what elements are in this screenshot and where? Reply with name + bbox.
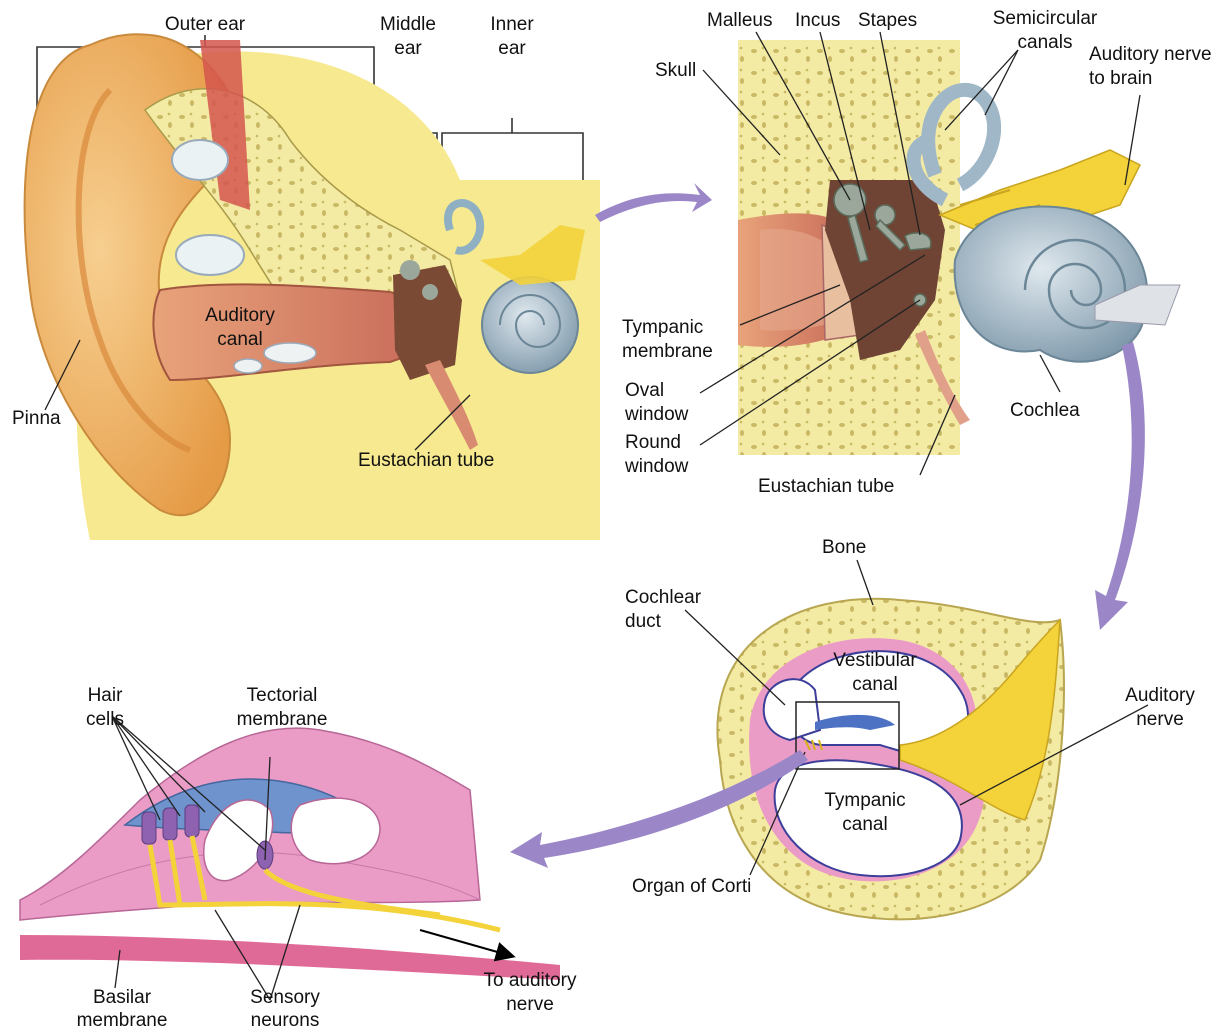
label-malleus: Malleus [707, 8, 772, 34]
cochlea-small [482, 277, 578, 373]
label-hair-cells-line1: Hair [75, 683, 135, 709]
label-tympanic-canal-line2: canal [805, 812, 925, 838]
label-cochlea: Cochlea [1010, 398, 1080, 424]
middle-ear-cavity [393, 265, 462, 380]
label-tympanic-membrane-line2: membrane [622, 339, 713, 365]
label-middle-ear-line1: Middle [368, 12, 448, 38]
label-auditory-nerve-line1: Auditory [1110, 683, 1210, 709]
label-bone: Bone [822, 535, 866, 561]
arrow-1 [595, 183, 712, 222]
label-auditory-nerve-brain-line2: to brain [1089, 66, 1152, 92]
label-cochlear-duct-line2: duct [625, 609, 661, 635]
label-sensory-line2: neurons [230, 1008, 340, 1034]
label-auditory-canal-line2: canal [190, 327, 290, 353]
middle-ear-panel [700, 32, 1180, 630]
label-round-window-line1: Round [625, 430, 681, 456]
label-organ-of-corti: Organ of Corti [632, 874, 751, 900]
label-eustachian-tube-2: Eustachian tube [758, 474, 894, 500]
label-incus: Incus [795, 8, 840, 34]
label-vestibular-canal-line1: Vestibular [815, 648, 935, 674]
cochlea-section-panel [510, 560, 1148, 919]
arrow-2 [1095, 342, 1145, 630]
label-auditory-canal-line1: Auditory [190, 303, 290, 329]
to-nerve-arrow [420, 930, 508, 955]
label-inner-ear-line1: Inner [472, 12, 552, 38]
label-tympanic-canal-line1: Tympanic [805, 788, 925, 814]
label-eustachian-tube-1: Eustachian tube [358, 448, 494, 474]
label-oval-window-line1: Oval [625, 378, 664, 404]
organ-of-corti-panel [20, 716, 560, 1000]
label-auditory-nerve-line2: nerve [1110, 707, 1210, 733]
label-outer-ear: Outer ear [155, 12, 255, 38]
label-tectorial-line2: membrane [222, 707, 342, 733]
label-oval-window-line2: window [625, 402, 688, 428]
label-stapes: Stapes [858, 8, 917, 34]
label-tympanic-membrane-line1: Tympanic [622, 315, 703, 341]
label-pinna: Pinna [12, 406, 61, 432]
label-semicircular-line2: canals [985, 30, 1105, 56]
cochlear-duct [764, 679, 820, 740]
label-vestibular-canal-line2: canal [815, 672, 935, 698]
label-cochlear-duct-line1: Cochlear [625, 585, 701, 611]
label-inner-ear-line2: ear [472, 36, 552, 62]
label-skull: Skull [655, 58, 696, 84]
label-tectorial-line1: Tectorial [222, 683, 342, 709]
label-to-nerve-line1: To auditory [470, 968, 590, 994]
label-hair-cells-line2: cells [75, 707, 135, 733]
cochlea [955, 207, 1148, 362]
label-to-nerve-line2: nerve [470, 992, 590, 1018]
label-semicircular-line1: Semicircular [985, 6, 1105, 32]
label-basilar-line2: membrane [62, 1008, 182, 1034]
label-middle-ear-line2: ear [368, 36, 448, 62]
label-round-window-line2: window [625, 454, 688, 480]
label-auditory-nerve-brain-line1: Auditory nerve [1089, 42, 1212, 68]
